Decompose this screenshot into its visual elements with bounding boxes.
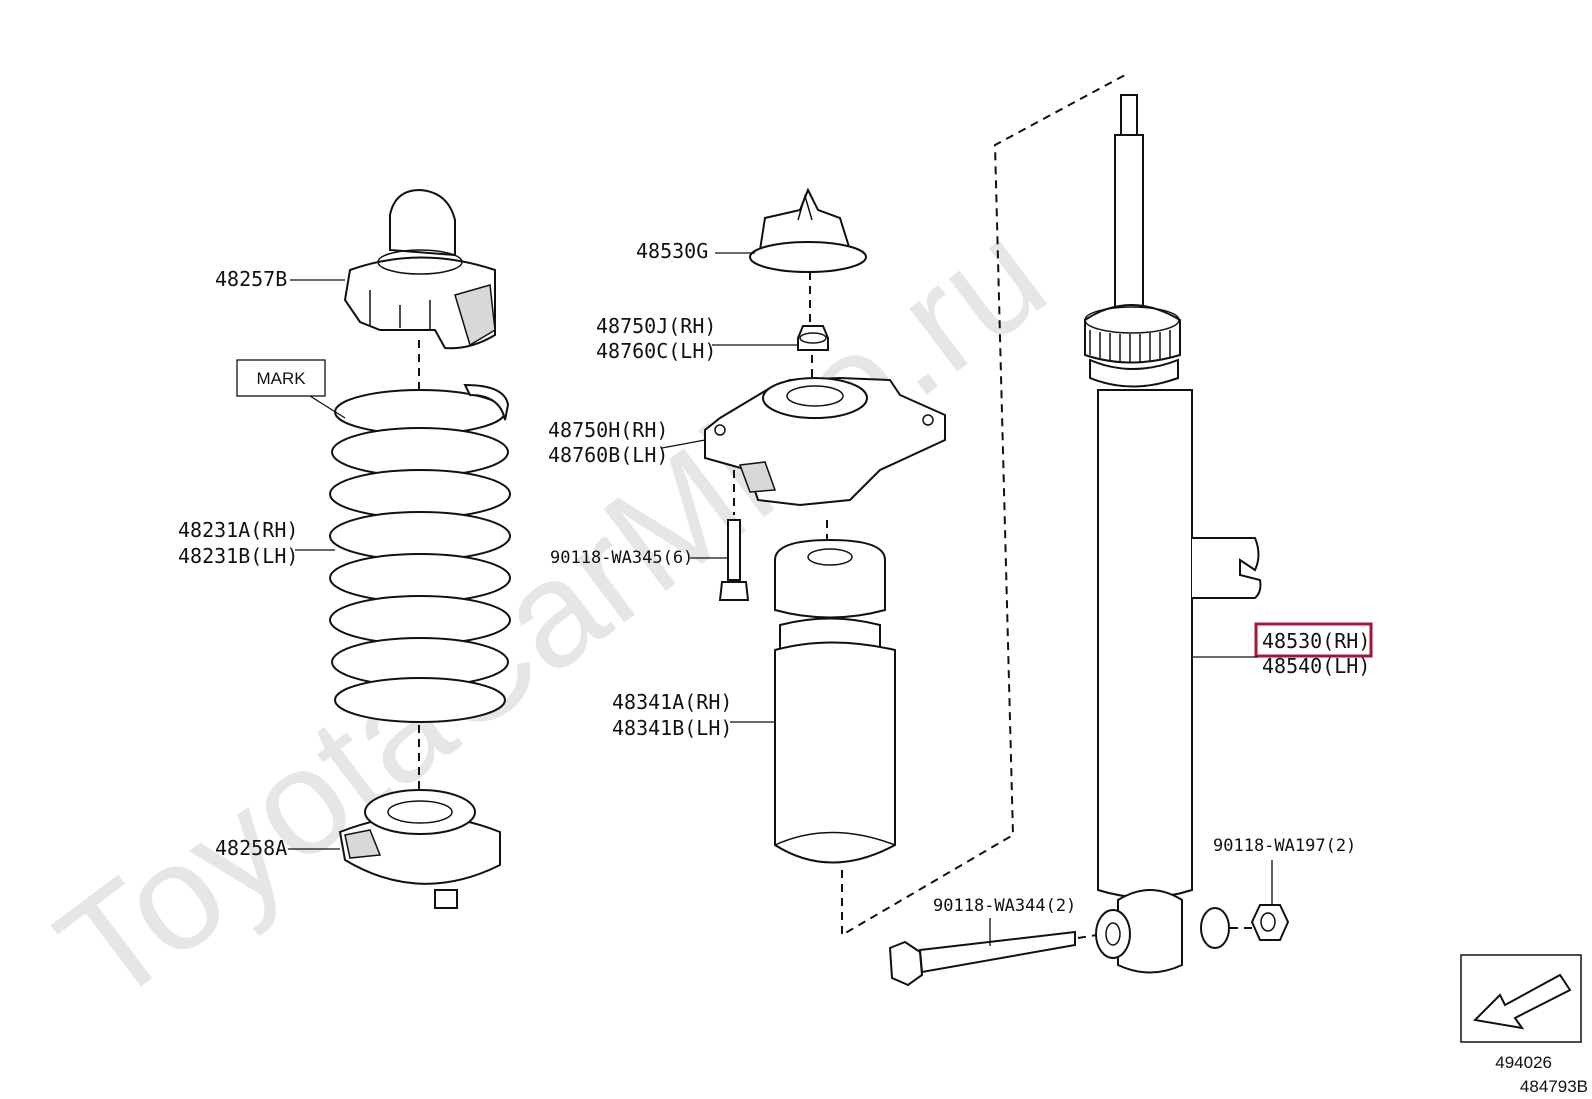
- mark-box: [236, 359, 326, 397]
- lower-spring-seat[interactable]: [338, 789, 501, 909]
- label-48257B: 48257B: [215, 267, 287, 291]
- label-bolt-wa344: 90118-WA344(2): [933, 896, 1076, 916]
- label-nut-rh: 48750J(RH): [596, 314, 716, 338]
- mark-label: MARK: [256, 369, 306, 388]
- label-bumper-rh: 48341A(RH): [612, 690, 732, 714]
- strut-mount[interactable]: [704, 376, 946, 507]
- coil-spring[interactable]: [329, 383, 511, 723]
- watermark-text: ToyotaCarMine.ru: [28, 189, 1075, 1036]
- label-nut-wa197: 90118-WA197(2): [1213, 836, 1356, 856]
- label-mount-lh: 48760B(LH): [548, 443, 668, 467]
- mount-nut[interactable]: [797, 325, 829, 351]
- label-spring-lh: 48231B(LH): [178, 544, 298, 568]
- mount-bolt[interactable]: [718, 519, 750, 601]
- label-mount-rh: 48750H(RH): [548, 418, 668, 442]
- ref-number-1: 494026: [1495, 1053, 1552, 1072]
- shock-absorber[interactable]: [1084, 94, 1262, 974]
- label-absorber-rh[interactable]: 48530(RH): [1262, 629, 1370, 653]
- label-bolt-wa345: 90118-WA345(6): [550, 548, 693, 568]
- bump-stopper[interactable]: [774, 538, 896, 864]
- lower-bolt[interactable]: [888, 930, 1076, 987]
- dust-cap[interactable]: [749, 187, 867, 273]
- highlight-box: [1254, 622, 1373, 658]
- lower-nut[interactable]: [1250, 904, 1290, 941]
- label-48258A: 48258A: [215, 836, 287, 860]
- upper-spring-seat[interactable]: [343, 188, 496, 350]
- label-absorber-lh: 48540(LH): [1262, 654, 1370, 678]
- arrow-down-left-icon: [1472, 973, 1572, 1030]
- ref-number-2: 484793B: [1520, 1077, 1588, 1096]
- label-48530G: 48530G: [636, 239, 708, 263]
- label-bumper-lh: 48341B(LH): [612, 716, 732, 740]
- label-spring-rh: 48231A(RH): [178, 518, 298, 542]
- direction-box: [1460, 954, 1582, 1043]
- label-nut-lh: 48760C(LH): [596, 339, 716, 363]
